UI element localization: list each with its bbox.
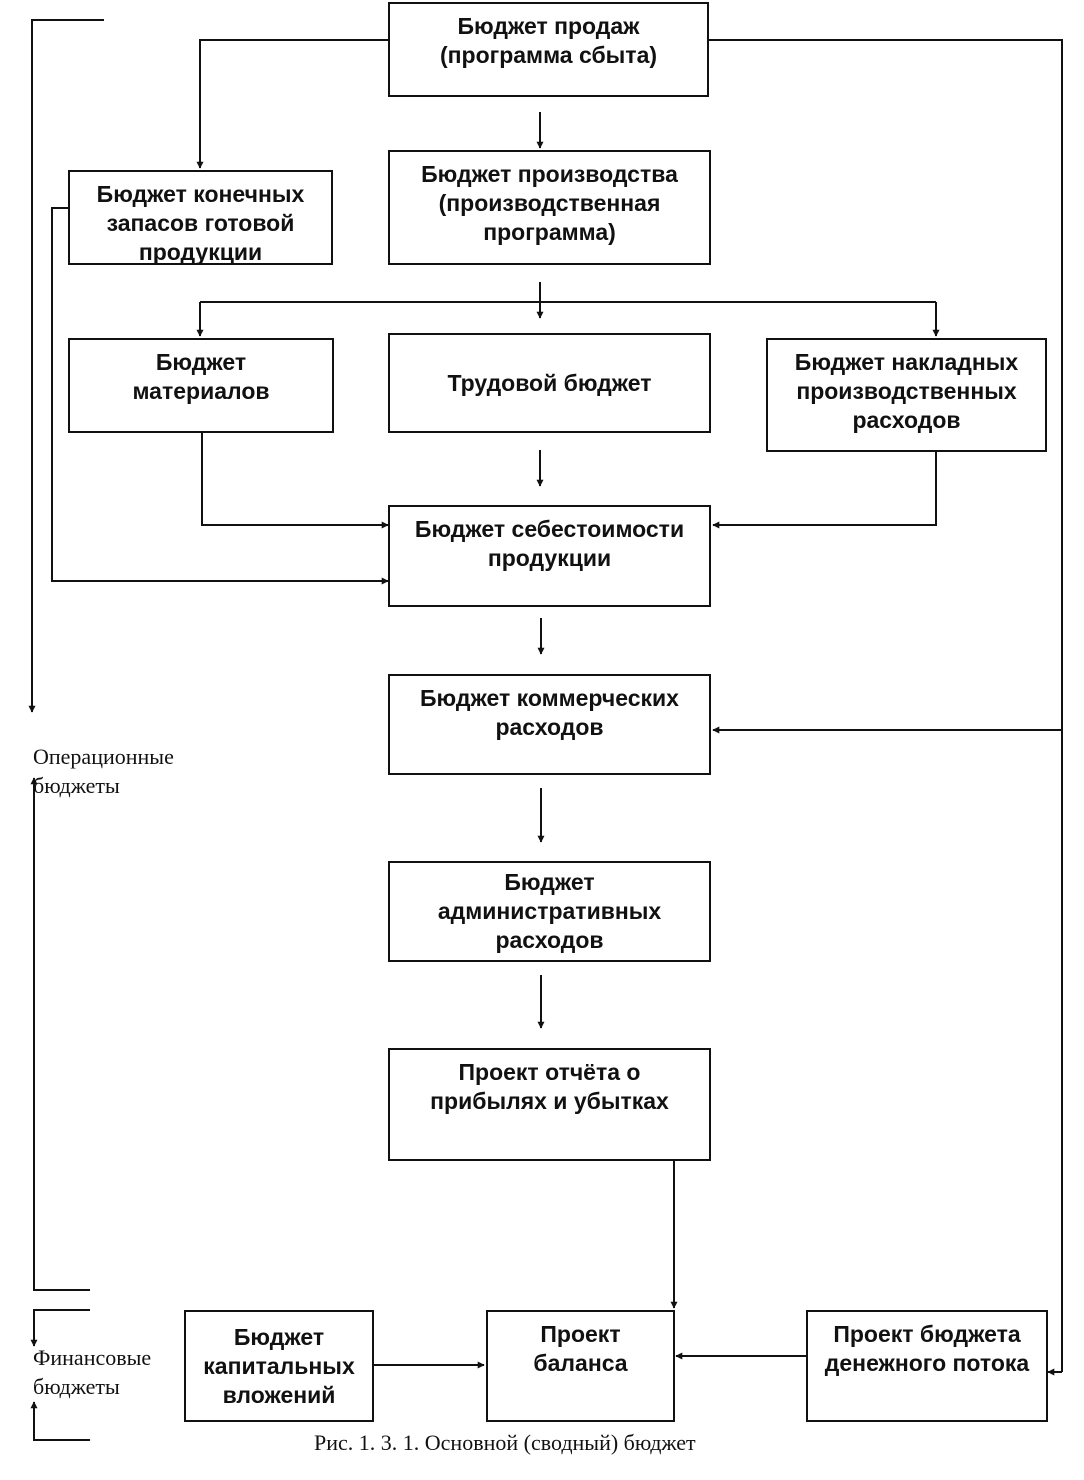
- bracket-operating-bottom: [30, 777, 90, 1291]
- sales-budget-box: Бюджет продаж (программа сбыта): [388, 2, 709, 97]
- arrow-overhead-to-cost: [712, 452, 937, 529]
- bracket-financial-top: [30, 1309, 90, 1347]
- materials-budget-box: Бюджет материалов: [68, 338, 334, 433]
- overhead-budget-box: Бюджет накладных производственных расход…: [766, 338, 1047, 452]
- bracket-financial-bottom: [30, 1401, 90, 1441]
- figure-caption: Рис. 1. 3. 1. Основной (сводный) бюджет: [314, 1430, 696, 1455]
- ending-inventory-budget-box: Бюджет конечных запасов готовой продукци…: [68, 170, 333, 265]
- line-sales-right-trunk: [708, 39, 1063, 1372]
- production-budget-box: Бюджет производства (производственная пр…: [388, 150, 711, 265]
- labor-budget-box: Трудовой бюджет: [388, 333, 711, 433]
- financial-budgets-label: Финансовые бюджеты: [33, 1345, 152, 1399]
- profit-loss-projection-box: Проект отчёта о прибылях и убытках: [388, 1048, 711, 1161]
- operating-budgets-label: Операционные бюджеты: [33, 744, 174, 798]
- bracket-operating-top: [28, 19, 104, 713]
- selling-expenses-budget-box: Бюджет коммерческих расходов: [388, 674, 711, 775]
- admin-expenses-budget-box: Бюджет административных расходов: [388, 861, 711, 962]
- balance-projection-box: Проект баланса: [486, 1310, 675, 1422]
- arrow-inventory-to-cost: [51, 207, 389, 585]
- cost-of-goods-budget-box: Бюджет себестоимости продукции: [388, 505, 711, 607]
- capital-investment-budget-box: Бюджет капитальных вложений: [184, 1310, 374, 1422]
- cash-flow-budget-box: Проект бюджета денежного потока: [806, 1310, 1048, 1422]
- arrow-sales-to-ending-inventory: [196, 39, 388, 169]
- arrow-materials-to-cost: [201, 432, 389, 529]
